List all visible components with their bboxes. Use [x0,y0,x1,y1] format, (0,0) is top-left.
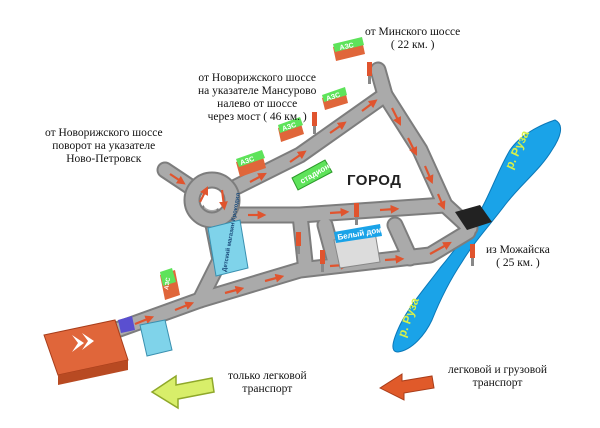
gas-station-label: АЗС [325,92,341,103]
gas-station-label: АЗС [281,122,297,133]
gas-station-label: АЗС [239,156,255,167]
label-line: от Новорижского шоссе [45,127,163,139]
gas-station-1: АЗС [333,37,365,61]
building-main [43,319,129,385]
gas-station-label: АЗС [164,277,172,291]
traffic-lights [296,62,475,272]
label-mozhaysk: из Можайска ( 25 км. ) [486,244,550,270]
legend-line: легковой и грузовой [448,364,548,376]
label-line: поворот на указателе [52,140,156,152]
gas-station-2: АЗС [322,87,348,110]
bridge [455,205,492,230]
building-shop: Детский магазин Крокодил [207,192,249,277]
label-novorizh-mansurovo: от Новорижского шоссе на указателе Мансу… [198,72,316,124]
legend-cars-trucks: легковой и грузовой транспорт [448,364,547,390]
gas-station-5: АЗС [160,268,180,300]
legend-line: транспорт [472,377,523,389]
gas-station-label: АЗС [339,42,354,52]
gas-station-4: АЗС [236,150,266,177]
legend-cars-only: только легковой транспорт [228,370,307,396]
river-ruza [392,119,562,353]
label-minsk-line: ( 22 км. ) [390,39,435,51]
trucks-arrow-icon [378,373,435,401]
label-line: на указателе Мансурово [198,85,317,97]
city-label: ГОРОД [347,172,402,189]
label-minsk: от Минского шоссе ( 22 км. ) [365,26,460,52]
cars-only-arrow-icon [150,374,215,410]
chevron-icon [72,335,84,352]
label-novorizh-novopetrovsk: от Новорижского шоссе поворот на указате… [45,127,163,166]
legend-line: транспорт [242,383,293,395]
label-line: из Можайска [486,244,550,256]
label-line: ( 25 км. ) [496,257,540,269]
label-line: через мост ( 46 км. ) [207,111,307,123]
building-small [118,316,173,357]
label-line: налево от шоссе [217,98,298,110]
label-line: от Новорижского шоссе [198,72,316,84]
chevron-icon [82,333,94,350]
label-minsk-line: от Минского шоссе [365,26,461,38]
label-line: Ново-Петровск [66,153,142,165]
building-white-house: Белый дом [333,224,383,269]
gas-station-3: АЗС [278,117,304,142]
legend-line: только легковой [228,370,307,382]
